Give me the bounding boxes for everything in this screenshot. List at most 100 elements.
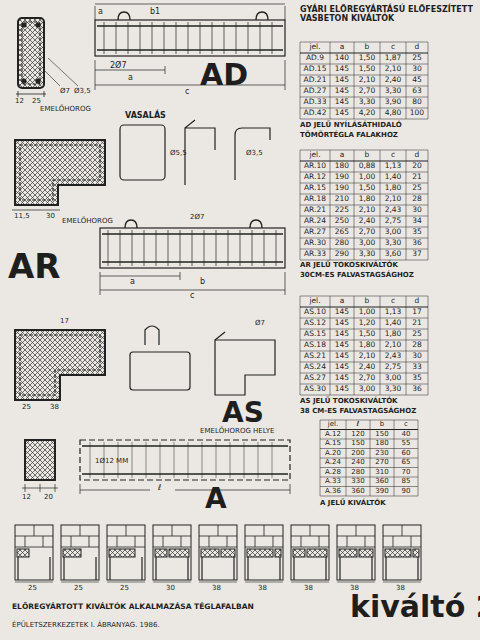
table-cell: AD.15 <box>300 65 330 73</box>
drawn-line <box>354 150 355 260</box>
drawn-line <box>240 230 241 266</box>
table-cell: 1,00 <box>354 308 380 316</box>
drawn-line <box>63 557 64 580</box>
table-cell: 1,87 <box>380 54 406 62</box>
table-cell: 1,40 <box>380 173 406 181</box>
drawn-line <box>337 547 375 548</box>
table-cell: AD.21 <box>300 76 330 84</box>
drawn-rect <box>109 549 135 557</box>
type-letters: A <box>205 484 227 515</box>
table-cell: 3,30 <box>380 87 406 95</box>
table-cell: c <box>394 421 418 429</box>
table-cell: A.15 <box>320 440 346 448</box>
table-caption: AR JELŰ TOKOSKIVÁLTÓK <box>300 262 398 270</box>
dimension-label: 38 <box>258 585 267 593</box>
table-cell: d <box>406 151 428 159</box>
drawn-line <box>319 536 320 547</box>
drawn-line <box>346 420 347 496</box>
table-cell: 37 <box>406 250 428 258</box>
drawn-line <box>95 557 96 580</box>
table-cell: 265 <box>330 228 354 236</box>
table-cell: 4,80 <box>380 109 406 117</box>
dimension-label: 2Ø7 <box>190 214 204 222</box>
drawn-line <box>337 582 375 583</box>
drawn-line <box>347 536 348 547</box>
dimension-label: ℓ <box>158 484 161 493</box>
drawn-line <box>104 22 105 54</box>
drawn-line <box>279 557 280 580</box>
drawn-line <box>371 557 372 580</box>
drawn-rect <box>247 549 273 557</box>
table-cell: 290 <box>330 250 354 258</box>
drawn-line <box>172 525 173 536</box>
drawn-line <box>272 22 273 54</box>
drawn-line <box>135 536 136 547</box>
drawn-line <box>144 230 145 266</box>
table-cell: 1,00 <box>354 173 380 181</box>
drawn-line <box>356 525 357 536</box>
part-name: EMELŐHOROG HELYE <box>200 428 274 436</box>
drawn-rect <box>63 549 81 557</box>
table-cell: A.12 <box>320 431 346 439</box>
dimension-label: c <box>185 88 189 97</box>
table-cell: 35 <box>406 374 428 382</box>
drawn-line <box>160 442 161 478</box>
table-cell: 2,75 <box>380 217 406 225</box>
drawn-line <box>245 582 283 583</box>
drawn-rect <box>15 525 53 580</box>
table-cell: 270 <box>370 459 394 467</box>
drawn-line <box>216 230 217 266</box>
table-cell: 390 <box>370 488 394 496</box>
drawn-line <box>109 557 110 580</box>
table-cell: 2,43 <box>380 352 406 360</box>
drawn-line <box>209 536 210 547</box>
drawn-line <box>260 22 261 54</box>
table-cell: 225 <box>330 206 354 214</box>
table-cell: AS.27 <box>300 374 330 382</box>
table-cell: 150 <box>346 440 370 448</box>
drawn-line <box>187 557 188 580</box>
table-cell: 250 <box>330 217 354 225</box>
dimension-label: Ø3,5 <box>246 150 263 158</box>
part-name: VASALÁS <box>125 112 166 121</box>
drawn-line <box>212 22 213 54</box>
dimension-label: a <box>98 8 103 17</box>
table-cell: 2,40 <box>354 363 380 371</box>
table-cell: AD.42 <box>300 109 330 117</box>
table-cell: AS.12 <box>300 319 330 327</box>
drawn-line <box>258 442 259 478</box>
table-cell: AS.30 <box>300 385 330 393</box>
table-cell: 45 <box>406 76 428 84</box>
drawn-line <box>370 420 371 496</box>
table-cell: 28 <box>406 195 428 203</box>
table-cell: AD.9 <box>300 54 330 62</box>
drawn-rect <box>383 525 421 580</box>
drawn-line <box>244 442 245 478</box>
table-cell: 60 <box>394 450 418 458</box>
table-caption: 38 CM-ES FALVASTAGSÁGHOZ <box>300 408 416 416</box>
table-cell: A.36 <box>320 488 346 496</box>
table-cell: 20 <box>406 162 428 170</box>
table-cell: 65 <box>394 459 418 467</box>
table-cell: b <box>354 151 380 159</box>
table-cell: 3,00 <box>380 374 406 382</box>
drawn-line <box>339 557 340 580</box>
table-caption: 30CM-ES FALVASTAGSÁGHOZ <box>300 272 414 280</box>
drawn-line <box>126 525 127 536</box>
table-cell: 2,10 <box>380 341 406 349</box>
drawn-line <box>132 230 133 266</box>
table-cell: 2,75 <box>380 363 406 371</box>
drawn-line <box>163 536 164 547</box>
table-cell: 34 <box>406 217 428 225</box>
dimension-label: b <box>200 278 205 287</box>
drawn-line <box>153 582 191 583</box>
table-cell: 280 <box>330 239 354 247</box>
table-cell: 63 <box>406 87 428 95</box>
table-cell: 2,70 <box>354 87 380 95</box>
table-cell: 240 <box>346 459 370 467</box>
drawn-line <box>17 557 18 580</box>
caption: ELŐREGYÁRTOTT KIVÁLTÓK ALKALMAZÁSA TÉGLA… <box>12 603 254 611</box>
drawn-rect <box>291 525 329 580</box>
dimension-label: 25 <box>22 404 31 412</box>
drawn-line <box>71 536 72 547</box>
